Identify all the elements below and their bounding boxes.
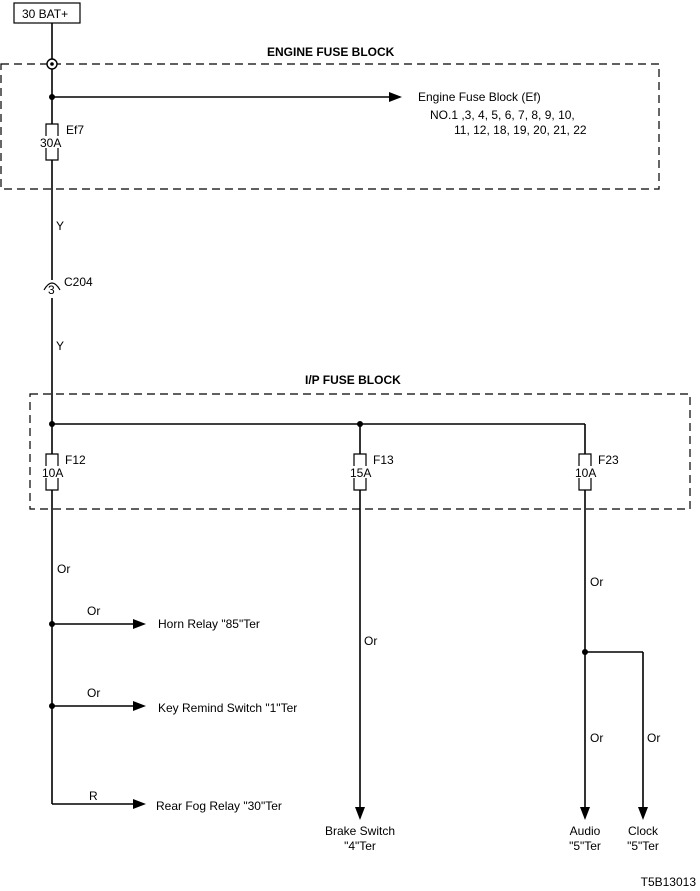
connector-c204-symbol (43, 282, 61, 291)
engine-fuse-block-title: ENGINE FUSE BLOCK (267, 45, 395, 59)
clock-wire-color: Or (647, 731, 660, 745)
fuse-f12-name: F12 (65, 453, 86, 467)
audio-label-line2: "5"Ter (569, 839, 601, 853)
connector-c204-pin: 3 (48, 283, 55, 297)
rear-fog-wire-color: R (89, 789, 98, 803)
battery-terminal-box (13, 2, 81, 24)
f13-wire-color: Or (364, 634, 377, 648)
clock-arrow (638, 807, 648, 820)
f23-wire-color: Or (590, 575, 603, 589)
wire-color-y-lower: Y (56, 339, 64, 353)
ip-fuse-block-title: I/P FUSE BLOCK (305, 373, 401, 387)
horn-relay-wire-color: Or (87, 604, 100, 618)
fuse-f23-rating: 10A (575, 466, 596, 480)
clock-label-line2: "5"Ter (627, 839, 659, 853)
rear-fog-label: Rear Fog Relay "30"Ter (156, 799, 282, 813)
key-remind-wire-color: Or (87, 686, 100, 700)
key-remind-arrow (133, 701, 146, 711)
f12-wire-color: Or (57, 562, 70, 576)
wire-color-y-upper: Y (56, 219, 64, 233)
rear-fog-arrow (133, 799, 146, 809)
fuse-f12-rating: 10A (42, 466, 63, 480)
clock-label-line1: Clock (628, 824, 659, 838)
engine-output-line2: 11, 12, 18, 19, 20, 21, 22 (454, 123, 587, 137)
audio-wire-color: Or (590, 731, 603, 745)
brake-switch-label-line2: "4"Ter (344, 839, 376, 853)
fuse-f13-rating: 15A (350, 466, 371, 480)
connector-c204-name: C204 (64, 275, 93, 289)
audio-label-line1: Audio (570, 824, 601, 838)
horn-relay-arrow (133, 619, 146, 629)
figure-id: T5B13013 (641, 875, 697, 889)
engine-output-line1: NO.1 ,3, 4, 5, 6, 7, 8, 9, 10, (430, 108, 575, 122)
brake-switch-label-line1: Brake Switch (325, 824, 395, 838)
fuse-ef7-rating: 30A (40, 136, 61, 150)
engine-output-label: Engine Fuse Block (Ef) (418, 90, 541, 104)
battery-terminal-label: 30 BAT+ (22, 7, 68, 21)
fuse-f23-name: F23 (598, 453, 619, 467)
engine-output-arrow (389, 92, 402, 102)
brake-switch-arrow (355, 807, 365, 820)
horn-relay-label: Horn Relay "85"Ter (158, 617, 260, 631)
fuse-ef7-name: Ef7 (66, 123, 84, 137)
block-terminal-center (50, 62, 54, 66)
fuse-f13-name: F13 (373, 453, 394, 467)
engine-fuse-block-outline (0, 63, 660, 190)
key-remind-label: Key Remind Switch "1"Ter (158, 701, 297, 715)
audio-arrow (580, 807, 590, 820)
